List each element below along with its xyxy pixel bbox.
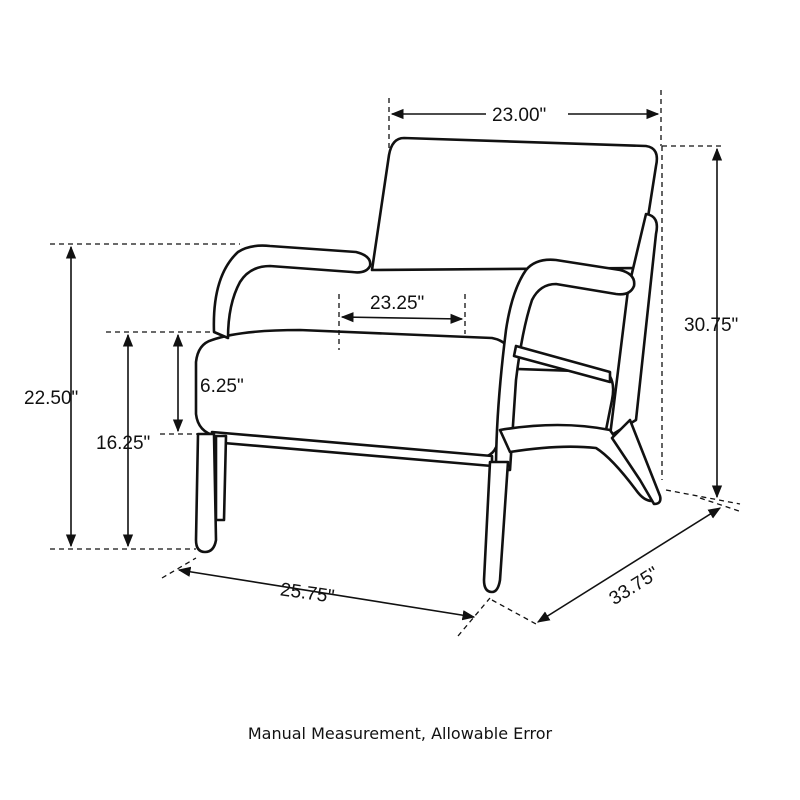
label-arm-height: 22.50" [24,388,78,409]
left-rear-leg [214,434,228,522]
label-width: 25.75" [279,579,336,607]
label-cushion-height: 6.25" [200,376,244,397]
armrest-rail [512,344,612,384]
dim-line-depth [536,507,722,623]
right-front-leg [482,460,510,594]
caption: Manual Measurement, Allowable Error [247,724,553,743]
left-front-leg [194,432,218,554]
label-seat-inner-width: 23.25" [370,293,424,314]
seat-cushion [194,328,512,460]
rear-diagonal-brace [610,418,662,506]
back-cushion [370,136,659,272]
dim-line-seat-inner-width [340,312,464,324]
left-arm-frame [212,244,372,340]
dim-line-width [177,566,476,621]
label-depth: 33.75" [606,563,663,610]
label-back-width: 23.00" [492,105,546,126]
chair-drawing [194,136,662,594]
label-seat-height: 16.25" [96,433,150,454]
label-total-height: 30.75" [684,315,738,336]
